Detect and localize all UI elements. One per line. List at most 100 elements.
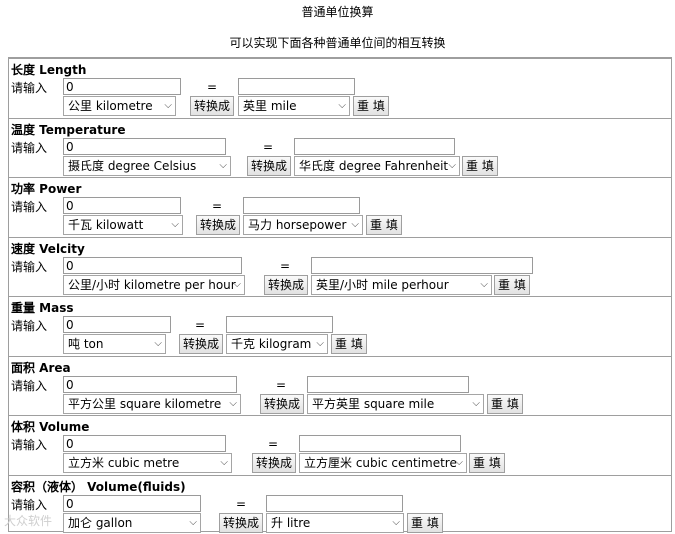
section-title: 长度 Length bbox=[11, 63, 87, 77]
to-unit-select[interactable]: 华氏度 degree Fahrenheit⌵ bbox=[294, 156, 460, 176]
equals-sign: = bbox=[268, 437, 279, 451]
reset-button[interactable]: 重 填 bbox=[366, 215, 402, 235]
to-unit-select[interactable]: 升 litre ⌵ bbox=[266, 513, 404, 533]
input-label: 请输入 bbox=[11, 319, 48, 333]
reset-button[interactable]: 重 填 bbox=[353, 96, 389, 116]
result-output[interactable] bbox=[266, 495, 403, 512]
reset-button[interactable]: 重 填 bbox=[462, 156, 498, 176]
from-unit-select[interactable]: 吨 ton⌵ bbox=[63, 334, 166, 354]
result-output[interactable] bbox=[294, 138, 455, 155]
convert-button[interactable]: 转换成 bbox=[264, 275, 309, 295]
to-unit-value: 英里/小时 mile perhour bbox=[316, 278, 449, 292]
to-unit-select[interactable]: 千克 kilogram⌵ bbox=[226, 334, 328, 354]
result-output[interactable] bbox=[299, 435, 461, 452]
section-title: 面积 Area bbox=[11, 361, 71, 375]
section-velocity: 速度 Velcity 请输入 = 公里/小时 kilometre per hou… bbox=[9, 237, 671, 296]
watermark: 大众软件 bbox=[4, 514, 53, 528]
section-title: 温度 Temperature bbox=[11, 123, 126, 137]
value-input[interactable] bbox=[63, 78, 181, 95]
section-title: 容积（液体） Volume(fluids) bbox=[11, 480, 186, 494]
result-output[interactable] bbox=[311, 257, 533, 274]
equals-sign: = bbox=[280, 259, 291, 273]
value-input[interactable] bbox=[63, 495, 201, 512]
chevron-down-icon: ⌵ bbox=[448, 160, 456, 171]
reset-button[interactable]: 重 填 bbox=[487, 394, 523, 414]
section-length: 长度 Length 请输入 = 公里 kilometre⌵ 转换成 英里 mil… bbox=[9, 58, 671, 118]
convert-button[interactable]: 转换成 bbox=[260, 394, 305, 414]
to-unit-select[interactable]: 英里/小时 mile perhour ⌵ bbox=[311, 275, 492, 295]
chevron-down-icon: ⌵ bbox=[392, 517, 400, 528]
value-input[interactable] bbox=[63, 197, 181, 214]
section-title: 功率 Power bbox=[11, 182, 82, 196]
convert-button[interactable]: 转换成 bbox=[219, 513, 264, 533]
section-power: 功率 Power 请输入 = 千瓦 kilowatt⌵ 转换成 马力 horse… bbox=[9, 177, 671, 237]
section-temperature: 温度 Temperature 请输入 = 摄氏度 degree Celsius⌵… bbox=[9, 118, 671, 177]
section-volume: 体积 Volume 请输入 = 立方米 cubic metre⌵ 转换成 立方厘… bbox=[9, 415, 671, 475]
to-unit-select[interactable]: 英里 mile ⌵ bbox=[238, 96, 350, 116]
from-unit-select[interactable]: 千瓦 kilowatt⌵ bbox=[63, 215, 183, 235]
chevron-down-icon: ⌵ bbox=[164, 100, 172, 111]
chevron-down-icon: ⌵ bbox=[229, 398, 237, 409]
section-mass: 重量 Mass 请输入 = 吨 ton⌵ 转换成 千克 kilogram⌵ 重 … bbox=[9, 296, 671, 356]
page-subtitle: 可以实现下面各种普通单位间的相互转换 bbox=[229, 36, 446, 50]
convert-button[interactable]: 转换成 bbox=[190, 96, 235, 116]
from-unit-select[interactable]: 立方米 cubic metre⌵ bbox=[63, 453, 232, 473]
section-title: 重量 Mass bbox=[11, 301, 74, 315]
equals-sign: = bbox=[212, 199, 223, 213]
to-unit-value: 千克 kilogram bbox=[231, 337, 312, 351]
from-unit-value: 吨 ton bbox=[68, 337, 104, 351]
from-unit-value: 平方公里 square kilometre bbox=[68, 397, 222, 411]
input-label: 请输入 bbox=[11, 438, 48, 452]
from-unit-select[interactable]: 加仑 gallon ⌵ bbox=[63, 513, 201, 533]
from-unit-select[interactable]: 平方公里 square kilometre ⌵ bbox=[63, 394, 241, 414]
convert-button[interactable]: 转换成 bbox=[196, 215, 241, 235]
chevron-down-icon: ⌵ bbox=[233, 279, 241, 290]
chevron-down-icon: ⌵ bbox=[220, 457, 228, 468]
reset-button[interactable]: 重 填 bbox=[469, 453, 505, 473]
value-input[interactable] bbox=[63, 376, 237, 393]
convert-button[interactable]: 转换成 bbox=[247, 156, 292, 176]
from-unit-value: 摄氏度 degree Celsius bbox=[68, 159, 197, 173]
chevron-down-icon: ⌵ bbox=[189, 517, 197, 528]
from-unit-select[interactable]: 公里/小时 kilometre per hour⌵ bbox=[63, 275, 245, 295]
chevron-down-icon: ⌵ bbox=[472, 398, 480, 409]
value-input[interactable] bbox=[63, 138, 226, 155]
chevron-down-icon: ⌵ bbox=[338, 100, 346, 111]
input-label: 请输入 bbox=[11, 498, 48, 512]
value-input[interactable] bbox=[63, 257, 242, 274]
to-unit-select[interactable]: 立方厘米 cubic centimetre⌵ bbox=[299, 453, 467, 473]
from-unit-select[interactable]: 摄氏度 degree Celsius⌵ bbox=[63, 156, 231, 176]
equals-sign: = bbox=[276, 378, 287, 392]
result-output[interactable] bbox=[238, 78, 355, 95]
chevron-down-icon: ⌵ bbox=[480, 279, 488, 290]
chevron-down-icon: ⌵ bbox=[351, 219, 359, 230]
equals-sign: = bbox=[207, 80, 218, 94]
to-unit-value: 升 litre bbox=[271, 516, 311, 530]
input-label: 请输入 bbox=[11, 200, 48, 214]
from-unit-value: 加仑 gallon bbox=[68, 516, 133, 530]
reset-button[interactable]: 重 填 bbox=[494, 275, 530, 295]
equals-sign: = bbox=[195, 318, 206, 332]
to-unit-value: 马力 horsepower bbox=[248, 218, 347, 232]
from-unit-select[interactable]: 公里 kilometre⌵ bbox=[63, 96, 176, 116]
value-input[interactable] bbox=[63, 435, 226, 452]
result-output[interactable] bbox=[243, 197, 360, 214]
from-unit-value: 公里/小时 kilometre per hour bbox=[68, 278, 236, 292]
reset-button[interactable]: 重 填 bbox=[331, 334, 367, 354]
input-label: 请输入 bbox=[11, 141, 48, 155]
chevron-down-icon: ⌵ bbox=[171, 219, 179, 230]
result-output[interactable] bbox=[307, 376, 469, 393]
to-unit-value: 华氏度 degree Fahrenheit bbox=[299, 159, 449, 173]
reset-button[interactable]: 重 填 bbox=[407, 513, 443, 533]
input-label: 请输入 bbox=[11, 379, 48, 393]
value-input[interactable] bbox=[63, 316, 171, 333]
to-unit-select[interactable]: 马力 horsepower ⌵ bbox=[243, 215, 363, 235]
convert-button[interactable]: 转换成 bbox=[179, 334, 224, 354]
to-unit-value: 英里 mile bbox=[243, 99, 297, 113]
to-unit-select[interactable]: 平方英里 square mile⌵ bbox=[307, 394, 484, 414]
convert-button[interactable]: 转换成 bbox=[252, 453, 297, 473]
result-output[interactable] bbox=[226, 316, 333, 333]
equals-sign: = bbox=[236, 497, 247, 511]
input-label: 请输入 bbox=[11, 81, 48, 95]
to-unit-value: 立方厘米 cubic centimetre bbox=[304, 456, 457, 470]
